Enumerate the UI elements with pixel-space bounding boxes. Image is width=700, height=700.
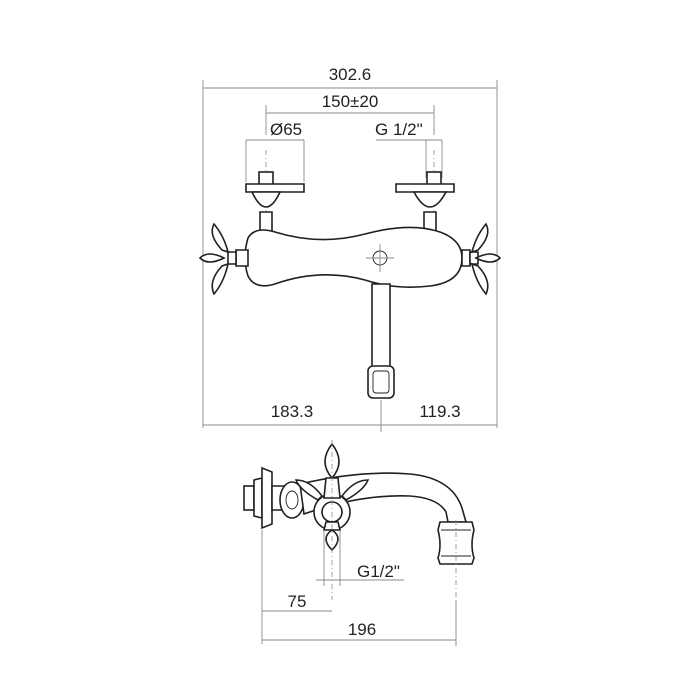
left-handle — [198, 222, 249, 296]
spout-outlet — [437, 521, 475, 565]
depth-short-label: 75 — [288, 592, 307, 611]
dimension-center-distance: 150±20 — [265, 92, 435, 135]
overall-width-label: 302.6 — [329, 65, 372, 84]
right-connector — [395, 171, 455, 233]
center-distance-label: 150±20 — [322, 92, 379, 111]
mixer-body — [244, 226, 463, 288]
dimension-depth-long: 196 — [262, 600, 457, 646]
dimension-thread-top: G 1/2" — [375, 120, 443, 178]
left-offset-label: 183.3 — [271, 402, 314, 421]
front-view: 302.6 150±20 Ø65 G 1/2" — [198, 65, 502, 432]
front-spout — [367, 283, 395, 399]
side-view: G1/2" 75 196 — [243, 440, 475, 646]
dimension-overall-width: 302.6 — [202, 65, 498, 428]
rosette-diameter-label: Ø65 — [270, 120, 302, 139]
side-body — [279, 481, 305, 519]
depth-long-label: 196 — [348, 620, 376, 639]
center-mark — [366, 244, 394, 272]
right-offset-label: 119.3 — [419, 402, 460, 421]
thread-top-label: G 1/2" — [375, 120, 423, 139]
dimension-thread-bottom: G1/2" — [316, 530, 404, 586]
dimension-bottom-offsets: 183.3 119.3 — [203, 400, 497, 432]
dimension-rosette-diameter: Ø65 — [245, 120, 305, 182]
dimension-depth-short: 75 — [261, 530, 332, 644]
left-connector — [245, 171, 305, 233]
side-wall-plate — [243, 466, 285, 530]
right-handle — [461, 222, 502, 296]
thread-bottom-label: G1/2" — [357, 562, 400, 581]
